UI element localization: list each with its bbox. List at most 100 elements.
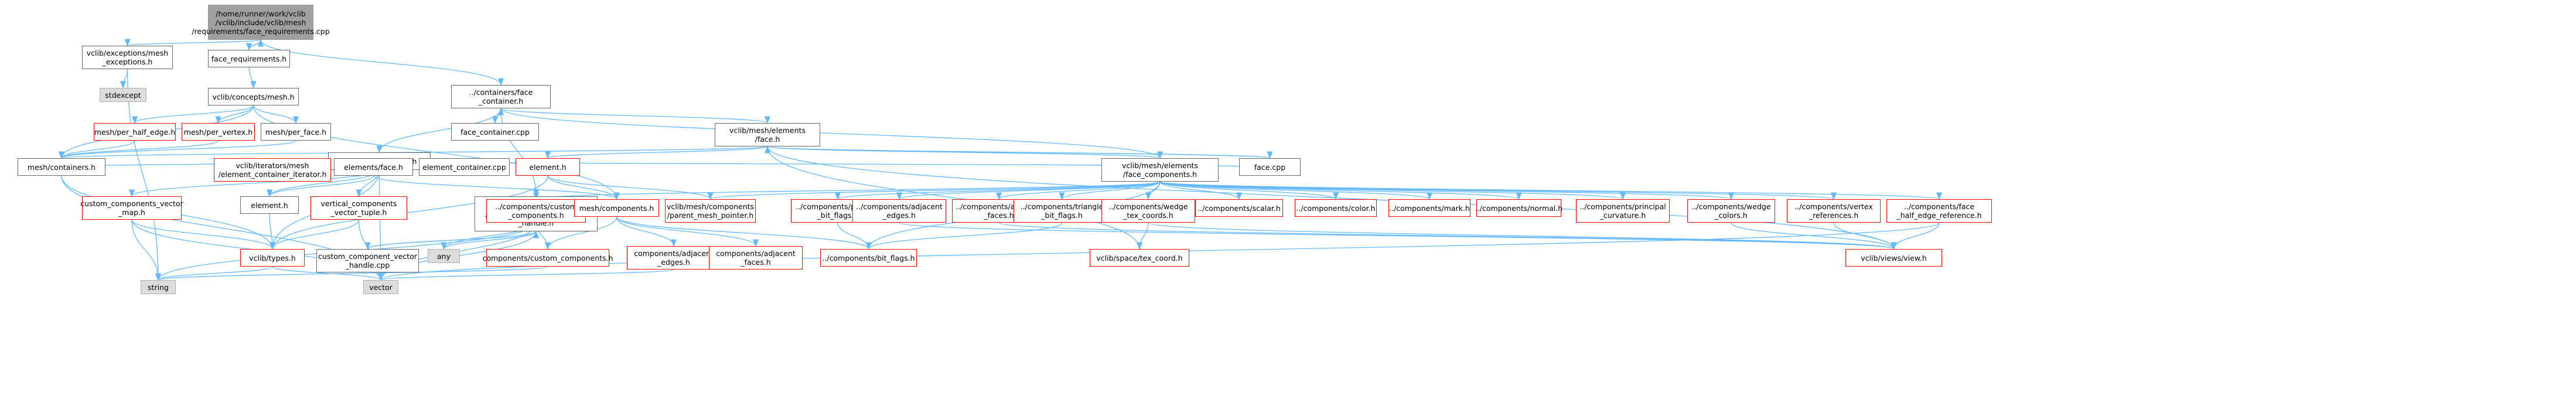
edge-mesh_components-to-comp_custom2	[544, 216, 617, 250]
node-ccvh-cpp[interactable]: custom_component_vector _handle.cpp	[316, 249, 419, 272]
edge-face_req-to-root	[248, 39, 264, 50]
edge-face_components-to-color	[1159, 181, 1339, 200]
node-tex-coord[interactable]: vclib/space/tex_coord.h	[1090, 249, 1189, 267]
edge-element_h-to-types	[269, 213, 276, 250]
node-elements-face-h[interactable]: elements/face.h	[334, 158, 413, 176]
edge-adj_edges-to-views_view	[899, 222, 1896, 250]
node-face-cpp[interactable]: face.cpp	[1239, 158, 1301, 176]
edge-elements_face-to-views_view	[767, 146, 1897, 250]
edge-mesh_components-to-bit_flags	[616, 216, 872, 250]
edge-face_components-to-parent_mesh_ptr	[707, 181, 1161, 200]
node-triangle-bit[interactable]: ../components/triangle _bit_flags.h	[1014, 199, 1110, 223]
edge-element_h_red-to-types	[269, 175, 548, 250]
node-face-container-cpp[interactable]: face_container.cpp	[451, 123, 539, 141]
node-containers-face[interactable]: ../containers/face _container.h	[451, 85, 551, 108]
node-comp-custom2[interactable]: components/custom_components.h	[483, 249, 613, 267]
edge-elements_face-to-face_components	[767, 146, 1163, 159]
node-scalar[interactable]: ../components/scalar.h	[1195, 199, 1283, 217]
edge-containers_face-to-face_components	[500, 108, 1163, 159]
edge-per_face-to-mesh_containers	[59, 140, 296, 159]
node-mesh-exc[interactable]: vclib/exceptions/mesh _exceptions.h	[82, 46, 173, 69]
node-elements-face[interactable]: vclib/mesh/elements /face.h	[715, 123, 820, 146]
node-principal-curv[interactable]: ../components/principal _curvature.h	[1576, 199, 1670, 223]
edge-face_components-to-face_he_ref	[1159, 181, 1942, 200]
edge-wedge_tex-to-views_view	[1148, 222, 1897, 250]
edge-face_components-to-scalar	[1159, 181, 1243, 200]
edge-mesh_exc-to-stdexcept	[120, 69, 128, 89]
node-stdexcept[interactable]: stdexcept	[100, 88, 146, 102]
node-wedge-colors[interactable]: ../components/wedge _colors.h	[1687, 199, 1775, 223]
edge-containers_face-to-elements_face	[500, 108, 770, 124]
node-color[interactable]: ../components/color.h	[1295, 199, 1377, 217]
edge-face_req-to-concepts_mesh	[248, 67, 257, 89]
edge-ccvh_cpp-to-ccvh	[367, 230, 539, 250]
edge-elements_face-to-element_h_red	[545, 146, 768, 159]
edge-face_components-to-vertex_refs	[1159, 181, 1837, 200]
edge-face_he_ref-to-views_view	[1891, 222, 1940, 250]
edge-mesh_components-to-comp_adj_faces	[616, 216, 759, 247]
node-adj-edges[interactable]: ../components/adjacent _edges.h	[852, 199, 946, 223]
edge-root-to-containers_face	[260, 39, 504, 86]
node-types[interactable]: vclib/types.h	[240, 249, 305, 267]
edge-elements_face-to-tex_coord	[767, 146, 1143, 250]
node-per-face[interactable]: mesh/per_face.h	[261, 123, 331, 141]
node-comp-custom[interactable]: ../components/custom _components.h	[486, 199, 586, 223]
node-any[interactable]: any	[428, 249, 460, 263]
node-per-half-edge[interactable]: mesh/per_half_edge.h	[94, 123, 176, 141]
edge-containers_face-to-element_container	[376, 108, 501, 154]
edge-ccvh-to-any	[441, 231, 537, 250]
node-element-container-cpp[interactable]: element_container.cpp	[419, 158, 510, 176]
node-element-h[interactable]: element.h	[240, 196, 299, 214]
edge-face_components-to-mark	[1159, 181, 1432, 200]
edge-face_components-to-triangle_bit	[1059, 181, 1161, 200]
edge-mesh_components-to-comp_adj_edges	[616, 216, 677, 247]
edge-types-to-vector	[272, 266, 384, 281]
node-mesh-containers[interactable]: mesh/containers.h	[18, 158, 105, 176]
node-mark[interactable]: ../components/mark.h	[1388, 199, 1470, 217]
node-vector[interactable]: vector	[363, 280, 398, 294]
edge-face_components-to-adj_faces	[996, 181, 1161, 200]
edge-wedge_tex-to-tex_coord	[1136, 222, 1149, 250]
node-per-vertex[interactable]: mesh/per_vertex.h	[182, 123, 255, 141]
edge-cc_vector_map-to-string	[131, 219, 162, 281]
node-mesh-components[interactable]: mesh/components.h	[574, 199, 659, 217]
node-vertical-cvt[interactable]: vertical_components _vector_tuple.h	[311, 196, 407, 220]
edge-face_components-to-comp_custom	[533, 181, 1161, 200]
edge-face_components-to-adj_edges	[896, 181, 1161, 200]
node-face-req[interactable]: face_requirements.h	[208, 50, 290, 67]
node-normal[interactable]: ../components/normal.h	[1475, 199, 1562, 217]
edge-comp_adj_edges-to-vector	[378, 269, 674, 281]
edge-concepts_mesh-to-per_half_edge	[131, 105, 254, 124]
edge-containers_face-to-ccvh	[500, 108, 540, 197]
edge-cc_vector_map-to-types	[131, 219, 276, 250]
node-comp-adj-faces[interactable]: components/adjacent _faces.h	[709, 246, 803, 270]
node-face-he-ref[interactable]: ../components/face _half_edge_reference.…	[1886, 199, 1992, 223]
edge-polygon_bit-to-bit_flags	[837, 222, 872, 250]
edge-adj_faces-to-views_view	[998, 222, 1896, 250]
node-comp-adj-edges[interactable]: components/adjacent _edges.h	[627, 246, 721, 270]
node-string[interactable]: string	[141, 280, 176, 294]
node-vertex-refs[interactable]: ../components/vertex _references.h	[1787, 199, 1881, 223]
edge-types-to-string	[155, 266, 273, 281]
edge-triangle_bit-to-bit_flags	[865, 222, 1063, 250]
edge-face_components-to-normal	[1159, 181, 1522, 200]
node-wedge-tex[interactable]: ../components/wedge _tex_coords.h	[1101, 199, 1195, 223]
node-bit-flags[interactable]: ../components/bit_flags.h	[820, 249, 917, 267]
node-views-view[interactable]: vclib/views/view.h	[1845, 249, 1942, 267]
edge-face_cpp-to-elements_face	[765, 145, 1271, 159]
edge-element_h_red-to-mesh_components	[547, 175, 620, 200]
edge-elements_face_h-to-element_h	[266, 175, 374, 197]
edge-face_components-to-principal_curv	[1159, 181, 1626, 200]
edge-root-to-mesh_exc	[124, 39, 261, 47]
node-parent-mesh-ptr[interactable]: vclib/mesh/components /parent_mesh_point…	[665, 199, 756, 223]
edge-comp_custom2-to-string	[155, 266, 548, 281]
node-face-components[interactable]: vclib/mesh/elements /face_components.h	[1101, 158, 1219, 182]
node-element-h-red[interactable]: element.h	[516, 158, 580, 176]
edge-element_h_red-to-parent_mesh_ptr	[547, 175, 714, 200]
node-concepts-mesh[interactable]: vclib/concepts/mesh.h	[208, 88, 299, 105]
edge-per_vertex-to-mesh_containers	[59, 140, 219, 159]
node-iter-elem[interactable]: vclib/iterators/mesh /element_container_…	[214, 158, 331, 182]
node-root[interactable]: /home/runner/work/vclib /vclib/include/v…	[192, 5, 330, 40]
edge-mesh_exc-to-string	[127, 69, 162, 281]
node-cc-vector-map[interactable]: custom_components_vector _map.h	[80, 196, 183, 220]
